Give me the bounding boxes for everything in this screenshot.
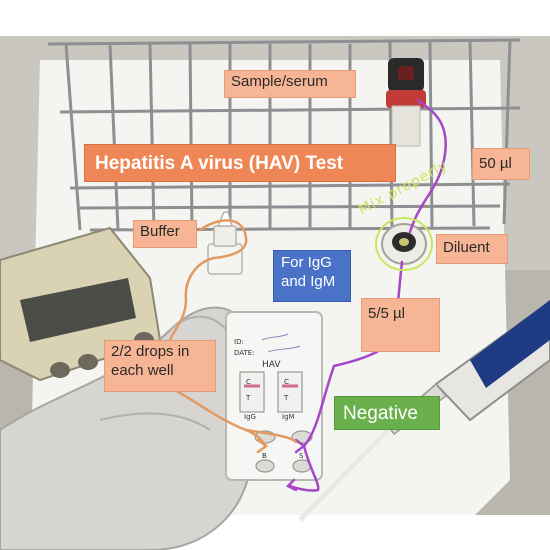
cassette-well-b: B: [262, 452, 267, 460]
cassette-well-s: S: [299, 452, 304, 460]
cassette-t-left: T: [246, 394, 251, 402]
antibody-type-label: For IgG and IgM: [273, 250, 351, 302]
orange-buffer-arrows: [168, 219, 298, 454]
cassette-id-prefix: ID:: [234, 338, 244, 346]
sample-serum-label: Sample/serum: [224, 70, 356, 98]
buffer-drops-label: 2/2 drops in each well: [104, 340, 216, 392]
diluent-label: Diluent: [436, 234, 508, 264]
cassette-c-left: C: [246, 378, 251, 386]
diluent-vial: [381, 223, 427, 265]
cassette-name: HAV: [262, 360, 281, 370]
purple-sample-arrows: [285, 98, 447, 492]
sample-volume-label: 50 µl: [472, 148, 530, 180]
top-strip: [0, 0, 550, 36]
cassette-c-right: C: [284, 378, 289, 386]
cassette-t-right: T: [284, 394, 289, 402]
cassette-date-prefix: DATE:: [234, 349, 255, 357]
sample-tube: [386, 58, 426, 147]
test-title-label: Hepatitis A virus (HAV) Test: [84, 144, 396, 182]
buffer-label: Buffer: [133, 220, 197, 248]
test-cassette: [225, 311, 323, 481]
cassette-igm: IgM: [282, 413, 295, 421]
result-label: Negative: [334, 396, 440, 430]
well-volume-label: 5/5 µl: [361, 298, 440, 352]
mix-swirl: [375, 217, 433, 271]
cassette-igg: IgG: [244, 413, 256, 421]
buffer-dropper-bottle: [207, 211, 243, 275]
